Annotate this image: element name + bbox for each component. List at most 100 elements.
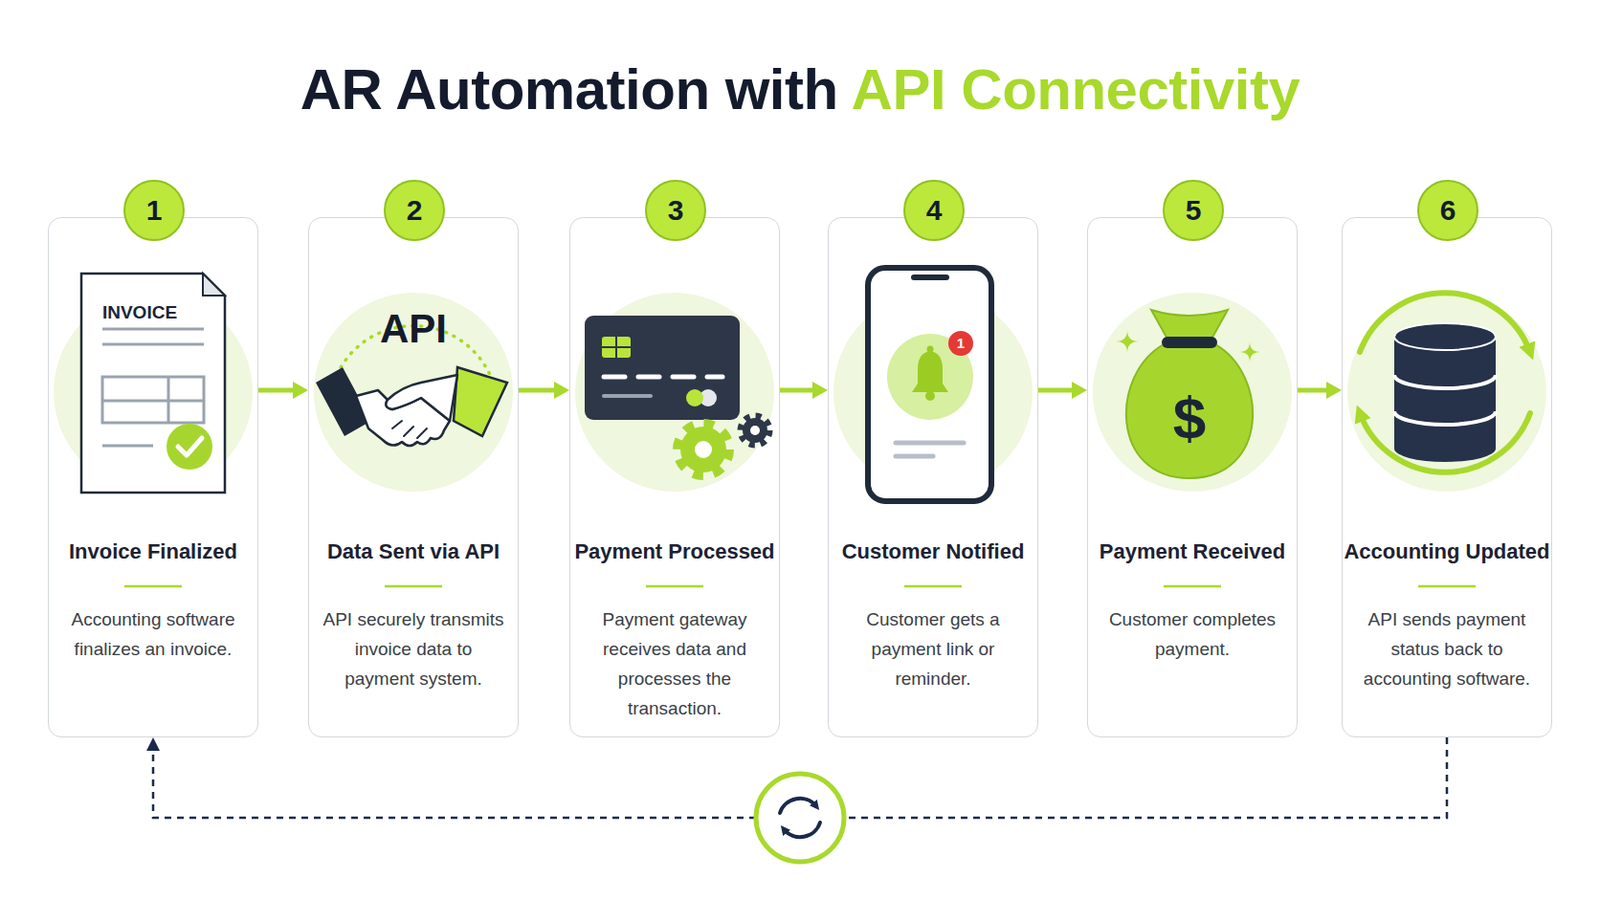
step-description: Customer completes payment.: [1099, 604, 1286, 665]
step-card: Customer NotifiedCustomer gets a payment…: [827, 217, 1039, 738]
money-bag-icon: [1239, 341, 1261, 363]
payment-card-icon: [603, 394, 651, 399]
money-bag-icon: [1161, 336, 1218, 349]
phone-icon: [925, 391, 935, 401]
invoice-icon: [102, 400, 204, 403]
invoice-icon: [167, 377, 171, 423]
payment-card-icon: [584, 315, 740, 421]
database-icon: [1394, 375, 1496, 389]
icon-halo: [1347, 292, 1547, 492]
icon-halo: [53, 292, 1547, 492]
title-wrap: AR Automation with API Connectivity: [0, 55, 1600, 125]
handshake-icon: [315, 367, 372, 437]
phone-icon: [948, 331, 974, 356]
handshake-icon: [392, 421, 427, 439]
payment-card-icon: [601, 336, 631, 358]
heading-underline: [904, 585, 962, 589]
gear-icon: [677, 416, 770, 476]
step-card: Accounting UpdatedAPI sends payment stat…: [1341, 217, 1553, 738]
invoice-icon: [102, 343, 204, 347]
step-number-text: 6: [1440, 196, 1457, 225]
invoice-icon: [177, 438, 202, 456]
step-heading: Invoice Finalized: [48, 538, 258, 566]
step-card: Payment ReceivedCustomer completes payme…: [1087, 217, 1298, 738]
handshake-icon: [385, 375, 458, 422]
step-description: API securely transmits invoice data to p…: [320, 604, 507, 694]
handshake-icon: [417, 428, 427, 439]
database-icon: [1359, 413, 1531, 473]
refresh-symbol: [779, 799, 817, 814]
icon-halo: [53, 292, 253, 492]
payment-card-icon: [707, 375, 723, 380]
money-bag-icon: [1151, 310, 1228, 343]
database-icon: [1359, 292, 1531, 353]
handshake-icon: [336, 326, 490, 376]
phone-icon: [867, 267, 992, 502]
money-bag-icon: [1115, 310, 1261, 479]
payment-card-icon: [603, 375, 723, 380]
gear-icon: [740, 416, 770, 445]
step-number: 3: [644, 179, 707, 242]
heading-underline: [124, 585, 1476, 589]
flow-arrow: [258, 388, 299, 394]
step-number-text: 2: [406, 196, 423, 225]
heading-underline: [1163, 585, 1222, 589]
database-icon: [1394, 323, 1496, 351]
handshake-icon: [315, 326, 508, 446]
diagram-title: AR Automation with API Connectivity: [300, 55, 1301, 125]
heading-underline: [1418, 585, 1476, 589]
gear-icon: [694, 441, 712, 459]
database-icon: [1359, 292, 1531, 473]
flow-arrow: [1297, 388, 1333, 394]
flow-arrow: [518, 388, 560, 394]
step-description: Accounting software finalizes an invoice…: [60, 604, 246, 665]
step-heading: Accounting Updated: [1342, 538, 1552, 566]
heading-underline: [645, 585, 704, 589]
phone-icon: [867, 267, 992, 502]
heading-underline: [384, 585, 443, 589]
phone-icon: [895, 454, 934, 460]
phone-icon: [911, 351, 949, 393]
step-heading: Customer Notified: [828, 538, 1038, 566]
step-number-text: 3: [667, 196, 685, 225]
database-icon: [1394, 336, 1496, 449]
step-number: 5: [1162, 179, 1224, 242]
invoice-icon: [202, 273, 225, 296]
connector-group: [153, 390, 1447, 819]
step-heading: Data Sent via API: [309, 538, 518, 566]
step-number: 6: [1417, 179, 1479, 242]
gear-icon: [750, 425, 760, 436]
database-icon: [1394, 411, 1496, 425]
step-description: Payment gateway receives data and proces…: [581, 604, 768, 724]
icon-halo: [1092, 292, 1292, 492]
step-card: Payment ProcessedPayment gateway receive…: [569, 217, 780, 738]
payment-card-icon: [672, 375, 694, 380]
invoice-icon: [102, 328, 204, 332]
step-description: Customer gets a payment link or reminder…: [840, 604, 1026, 694]
money-bag-icon: [1115, 330, 1139, 354]
gear-icon: [680, 426, 727, 473]
payment-card-icon: [686, 389, 704, 407]
invoice-icon: [102, 329, 204, 446]
step-heading: Payment Processed: [570, 538, 779, 566]
step-number: 4: [903, 179, 965, 242]
step-number-text: 4: [926, 196, 943, 225]
phone-icon: [927, 346, 934, 354]
payment-card-icon: [699, 389, 717, 407]
phone-icon: [887, 333, 974, 421]
phone-icon: [911, 274, 950, 281]
invoice-icon: [102, 377, 204, 423]
loop-connector: [153, 737, 1447, 819]
refresh-symbol: [783, 822, 821, 838]
step-number: 2: [383, 179, 445, 242]
handshake-icon: [453, 367, 508, 437]
invoice-icon: [81, 273, 225, 493]
step-number-text: 1: [146, 196, 163, 225]
invoice-icon: [166, 423, 213, 470]
database-icon: [1394, 435, 1496, 463]
step-number-text: 5: [1185, 196, 1202, 225]
flow-arrow: [1038, 388, 1078, 394]
